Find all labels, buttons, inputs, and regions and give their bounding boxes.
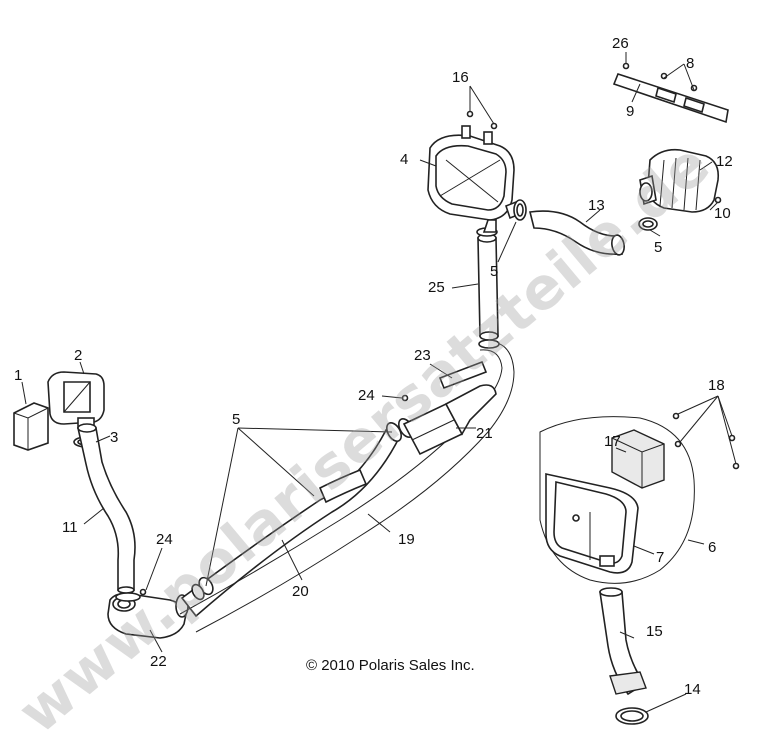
callout-21: 21 [476, 425, 493, 442]
part-24-screw-upper [401, 394, 409, 402]
part-18-screws [672, 412, 740, 470]
callout-12: 12 [716, 153, 733, 170]
callout-8: 8 [686, 55, 694, 72]
callout-15: 15 [646, 623, 663, 640]
part-4-plenum [427, 125, 521, 233]
callout-2: 2 [74, 347, 82, 364]
callout-11: 11 [62, 519, 78, 536]
part-22-lower-elbow [107, 592, 189, 639]
part-10-screw [714, 196, 722, 204]
callout-22: 22 [150, 653, 167, 670]
callout-1: 1 [14, 367, 22, 384]
part-17-foam-pad [611, 429, 665, 489]
leader-lines [21, 52, 737, 713]
part-13-intake-hose [529, 210, 625, 256]
callout-10: 10 [714, 205, 731, 222]
part-16-screws [466, 110, 498, 130]
part-6-filter-housing [539, 416, 695, 584]
part-24-screw-lower [139, 588, 147, 596]
callout-16: 16 [452, 69, 469, 86]
callout-19: 19 [398, 531, 415, 548]
callout-25: 25 [428, 279, 445, 296]
callout-9: 9 [626, 103, 634, 120]
callout-4: 4 [400, 151, 408, 168]
callout-26: 26 [612, 35, 629, 52]
part-14-clamp [615, 707, 649, 725]
callout-6: 6 [708, 539, 716, 556]
part-26-screw [622, 62, 630, 70]
part-1-foam-block [13, 402, 49, 451]
part-5-clamp-throttle [638, 217, 658, 231]
part-2-airbox-housing [47, 371, 105, 429]
part-9-bracket-bar [612, 73, 729, 124]
part-21-resonator [402, 384, 497, 456]
part-7-filter-element [545, 473, 639, 574]
callout-3: 3 [110, 429, 118, 446]
callout-17: 17 [604, 433, 621, 450]
callout-5-lower: 5 [232, 411, 240, 428]
callout-7: 7 [656, 549, 664, 566]
part-5-clamp-upper [513, 199, 527, 221]
part-15-outlet-duct [599, 587, 647, 696]
part-23-bracket [438, 360, 488, 390]
part-5-clamp-lower [191, 576, 214, 601]
callout-14: 14 [684, 681, 701, 698]
part-11-intake-duct [77, 423, 136, 594]
callout-labels: 1 2 3 4 5 5 5 6 7 8 9 10 11 12 13 14 15 … [14, 35, 733, 698]
part-12-throttle-body [639, 148, 720, 213]
part-19-outer-hose [179, 341, 515, 633]
callout-5-upper: 5 [490, 263, 498, 280]
callout-20: 20 [292, 583, 309, 600]
callout-13: 13 [588, 197, 605, 214]
callout-5-throttle: 5 [654, 239, 662, 256]
callout-23: 23 [414, 347, 431, 364]
callout-24-upper: 24 [358, 387, 375, 404]
callout-18: 18 [708, 377, 725, 394]
callout-24-lower: 24 [156, 531, 173, 548]
copyright-notice: © 2010 Polaris Sales Inc. [306, 657, 475, 674]
